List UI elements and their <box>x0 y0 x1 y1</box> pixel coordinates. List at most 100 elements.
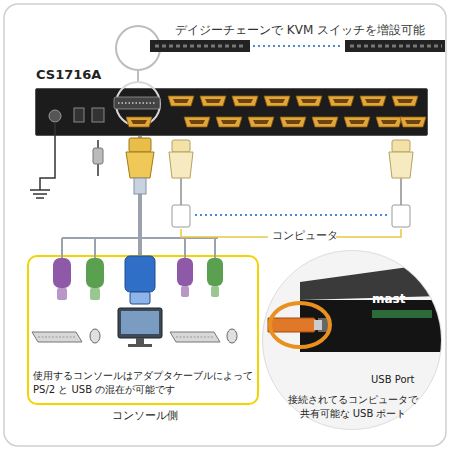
ground-wire <box>40 122 55 190</box>
ps2-plug-tip <box>211 286 219 297</box>
bracket-line <box>336 229 401 237</box>
computer-port <box>296 96 322 106</box>
computer-cable <box>400 178 402 205</box>
computer-port <box>232 96 258 106</box>
computer-port <box>168 96 194 106</box>
usb-caption: 接続されてるコンピュータで 共有可能な USB ポート <box>283 393 423 420</box>
chain-note: デイジーチェーンで KVM スイッチを増設可能 <box>175 22 425 38</box>
device-front <box>300 300 450 352</box>
ps2-plug-green <box>86 258 104 288</box>
keyboard-keys <box>38 337 76 338</box>
adapter-cable <box>214 238 216 258</box>
computer-port <box>200 96 226 106</box>
vga-plug <box>129 138 151 152</box>
more-computers-dots <box>195 214 388 216</box>
computer-port <box>344 117 370 127</box>
ground-symbol <box>36 197 44 199</box>
computer-port <box>360 96 386 106</box>
chained-switch <box>345 40 445 52</box>
computer-port <box>184 117 210 127</box>
adapter-cable <box>61 238 63 258</box>
computer-port <box>280 117 306 127</box>
computer-port <box>216 117 242 127</box>
console-group: 使用するコンソールはアダプタケーブルによって PS/2 と USB の混在が可能… <box>27 255 259 405</box>
usb-inset: USB Port 接続されてるコンピュータで 共有可能な USB ポート <box>262 250 442 430</box>
ps2-plug-green <box>207 258 223 286</box>
highlight-ring <box>270 303 330 347</box>
computer-port <box>248 117 274 127</box>
computer-plug <box>389 152 413 178</box>
ground-symbol <box>30 189 50 191</box>
monitor-stand <box>136 338 144 344</box>
chained-switch <box>150 40 250 52</box>
zoom-circle <box>116 26 160 70</box>
keyboard-keys <box>176 337 214 338</box>
ground-terminal <box>49 110 61 122</box>
console-cable <box>138 136 142 255</box>
group-caption: コンソール側 <box>29 409 261 424</box>
daisy-chain-dots <box>253 45 342 47</box>
chain-port <box>114 97 160 109</box>
computer-port <box>312 117 338 127</box>
device-strip <box>372 310 432 318</box>
usb-stick <box>268 318 320 332</box>
power-cable <box>97 140 99 176</box>
computer-cable <box>180 178 182 205</box>
keyboard <box>32 332 82 342</box>
device-top <box>300 262 445 300</box>
usb-photo <box>268 262 450 352</box>
switch-ports <box>350 45 442 48</box>
monitor <box>118 308 162 338</box>
computer-label: コンピュータ <box>272 229 338 244</box>
ps2-plug-purple <box>53 258 71 288</box>
computer-port <box>392 96 418 106</box>
usb-stick-tip <box>314 320 322 330</box>
vga-plug-blue <box>125 256 155 292</box>
kvm-switch: CS1716A <box>35 88 428 136</box>
power-jack <box>92 108 104 122</box>
computer-port <box>376 117 402 127</box>
keyboard <box>170 332 220 342</box>
leader-line <box>137 70 139 82</box>
power-switch <box>74 108 84 122</box>
computer-port <box>400 117 426 127</box>
ps2-plug-purple <box>177 258 193 286</box>
console-port <box>126 117 152 127</box>
strain-relief <box>134 178 146 194</box>
monitor-stand <box>128 344 152 347</box>
brand-text: mast <box>372 291 405 307</box>
computer-port <box>264 96 290 106</box>
ps2-plug-tip <box>181 286 189 297</box>
model-name: CS1716A <box>36 66 101 84</box>
adapter-cable <box>94 238 96 258</box>
chain-port-pins <box>118 102 156 104</box>
ps2-plug-tip <box>90 288 100 300</box>
monitor-screen <box>121 311 159 334</box>
computer-adapter <box>172 205 190 227</box>
zoom-circle <box>116 82 160 126</box>
computer-adapter <box>392 205 410 227</box>
bracket-line <box>181 229 268 237</box>
ps2-plug-tip <box>57 288 67 300</box>
adapter-cable <box>62 237 218 239</box>
computer-plug <box>392 140 410 152</box>
card-border <box>4 4 446 446</box>
computer-port <box>328 96 354 106</box>
usb-socket <box>318 318 328 332</box>
vga-plug <box>126 152 154 178</box>
mouse <box>90 329 100 343</box>
computer-plug <box>172 140 190 152</box>
console-note: 使用するコンソールはアダプタケーブルによって PS/2 と USB の混在が可能… <box>33 369 257 396</box>
computer-plug <box>169 152 193 178</box>
adapter-cable <box>184 238 186 258</box>
port-label: USB Port <box>371 373 415 387</box>
mouse <box>227 329 237 343</box>
switch-ports <box>155 45 246 48</box>
vga-plug-tip <box>130 292 150 304</box>
